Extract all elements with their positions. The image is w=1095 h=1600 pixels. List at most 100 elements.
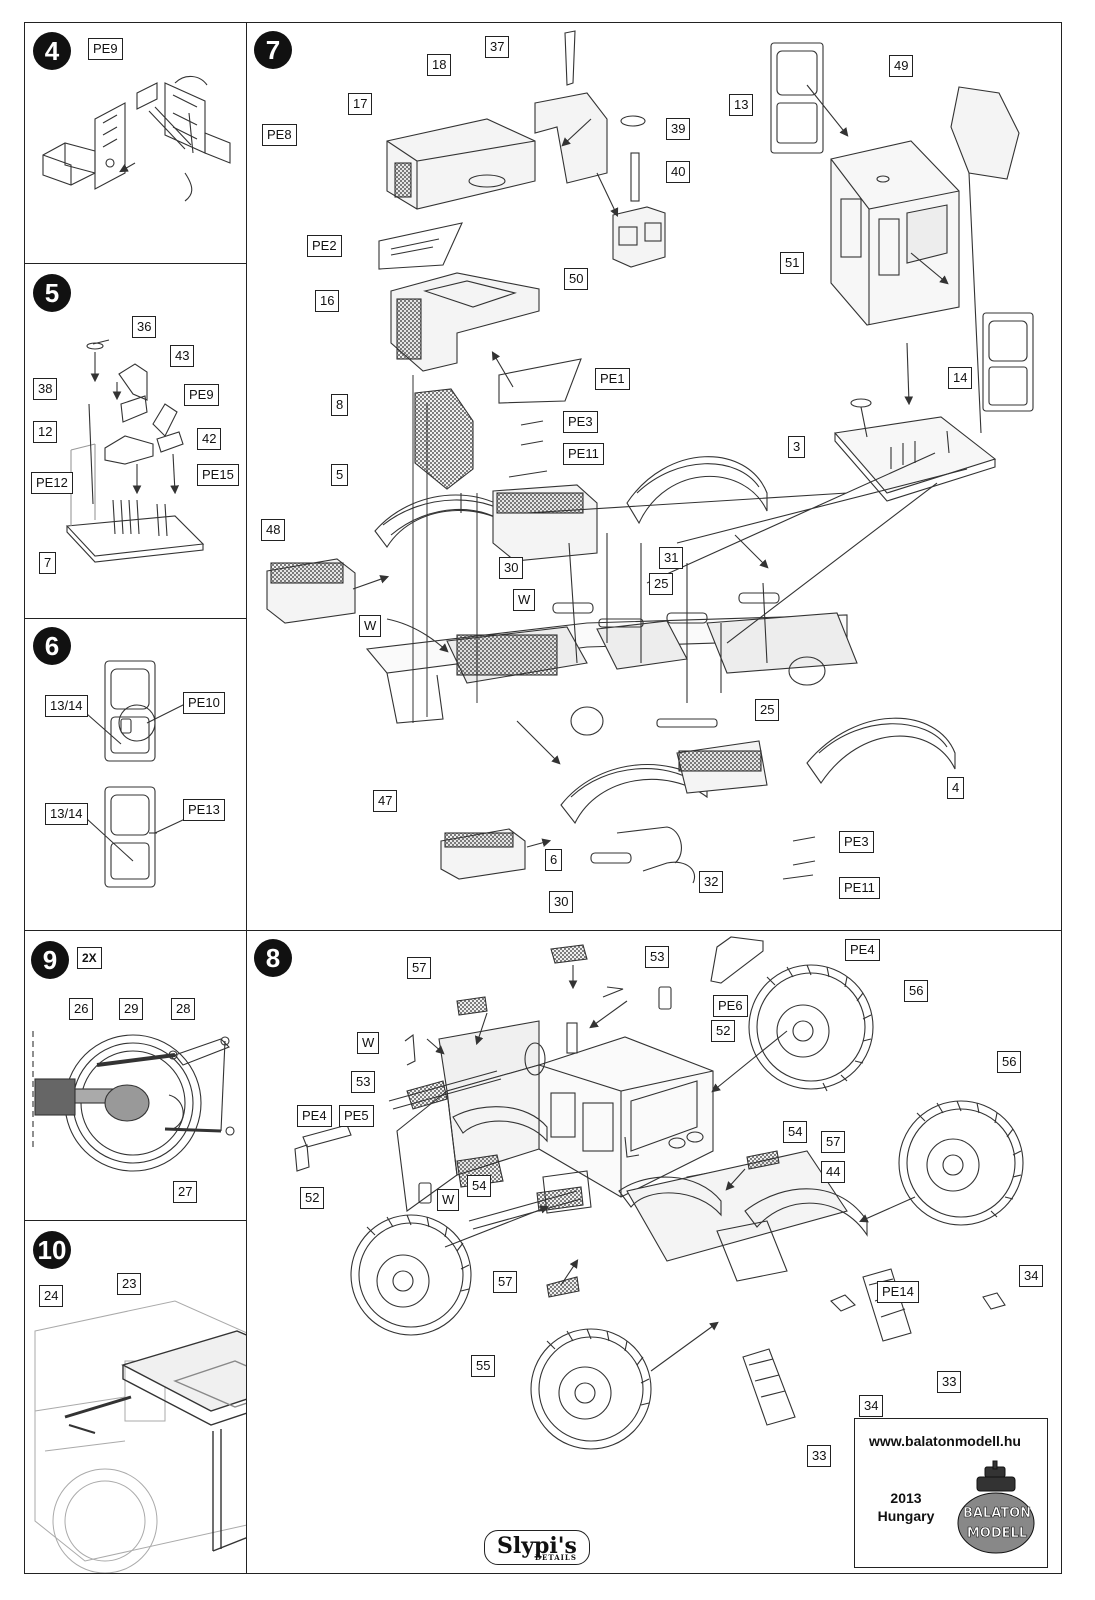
part-label: PE14 bbox=[877, 1281, 919, 1303]
part-label: 25 bbox=[755, 699, 780, 721]
part-label: 16 bbox=[315, 290, 340, 312]
part-label: 28 bbox=[171, 998, 196, 1020]
part-label: 6 bbox=[545, 849, 563, 871]
part-label: 33 bbox=[807, 1445, 832, 1467]
part-label: PE9 bbox=[88, 38, 123, 60]
part-label: 36 bbox=[132, 316, 157, 338]
step-6-number: 6 bbox=[33, 627, 71, 665]
part-label: 4 bbox=[947, 777, 965, 799]
step-5-number: 5 bbox=[33, 274, 71, 312]
step-7-illustration bbox=[266, 30, 1034, 884]
part-label: 54 bbox=[467, 1175, 492, 1197]
part-label: 53 bbox=[645, 946, 670, 968]
part-label: 40 bbox=[666, 161, 691, 183]
part-label: 26 bbox=[69, 998, 94, 1020]
step-5-panel: 5 36 43 38 PE9 12 42 PE12 PE15 7 bbox=[24, 263, 248, 620]
part-label: PE6 bbox=[713, 995, 748, 1017]
part-label: 43 bbox=[170, 345, 195, 367]
part-label: PE4 bbox=[845, 939, 880, 961]
country-text: Hungary bbox=[877, 1508, 935, 1524]
part-label: PE8 bbox=[262, 124, 297, 146]
part-label: 18 bbox=[427, 54, 452, 76]
part-label: 57 bbox=[493, 1271, 518, 1293]
part-label: W bbox=[513, 589, 536, 611]
step-6-illustration bbox=[86, 660, 186, 888]
part-label: 27 bbox=[173, 1181, 198, 1203]
part-label: PE2 bbox=[307, 235, 342, 257]
publisher-info-box: www.balatonmodell.hu 2013 Hungary BALATO… bbox=[854, 1418, 1048, 1568]
step-8-illustration bbox=[294, 936, 1024, 1450]
part-label: W bbox=[437, 1189, 460, 1211]
part-label: 31 bbox=[659, 547, 684, 569]
part-label: 50 bbox=[564, 268, 589, 290]
part-label: 48 bbox=[261, 519, 286, 541]
part-label: 8 bbox=[331, 394, 349, 416]
part-label: 5 bbox=[331, 464, 349, 486]
step-4-panel: 4 PE9 bbox=[24, 22, 248, 265]
brand-name: Slypi's bbox=[497, 1533, 577, 1559]
part-label: 12 bbox=[33, 421, 58, 443]
part-label: PE1 bbox=[595, 368, 630, 390]
part-label: 57 bbox=[821, 1131, 846, 1153]
part-label: 14 bbox=[948, 367, 973, 389]
part-label: 57 bbox=[407, 957, 432, 979]
part-label: 56 bbox=[997, 1051, 1022, 1073]
year-text: 2013 bbox=[890, 1490, 922, 1506]
part-label: 30 bbox=[549, 891, 574, 913]
website-url: www.balatonmodell.hu bbox=[869, 1433, 1021, 1449]
part-label: PE3 bbox=[563, 411, 598, 433]
step-6-panel: 6 13/14 PE10 13/14 PE13 bbox=[24, 618, 248, 932]
part-label: PE11 bbox=[563, 443, 604, 465]
part-label: PE5 bbox=[339, 1105, 374, 1127]
part-label: 30 bbox=[499, 557, 524, 579]
part-label: PE9 bbox=[184, 384, 219, 406]
part-label: 23 bbox=[117, 1273, 142, 1295]
part-label: PE12 bbox=[31, 472, 73, 494]
part-label: 56 bbox=[904, 980, 929, 1002]
part-label: 13/14 bbox=[45, 695, 88, 717]
part-label: 17 bbox=[348, 93, 373, 115]
part-label: 52 bbox=[711, 1020, 736, 1042]
part-label: 13 bbox=[729, 94, 754, 116]
part-label: 13/14 bbox=[45, 803, 88, 825]
brand-subtitle: DETAILS bbox=[534, 1553, 577, 1562]
part-label: 34 bbox=[1019, 1265, 1044, 1287]
step-7-number: 7 bbox=[254, 31, 292, 69]
part-label: 39 bbox=[666, 118, 691, 140]
part-label: PE3 bbox=[839, 831, 874, 853]
part-label: 33 bbox=[937, 1371, 962, 1393]
part-label: PE15 bbox=[197, 464, 239, 486]
part-label: 24 bbox=[39, 1285, 64, 1307]
step-7-panel: 7 37 18 17 PE8 39 40 50 PE2 16 PE1 8 PE3… bbox=[246, 22, 1062, 932]
part-label: 55 bbox=[471, 1355, 496, 1377]
part-label: 25 bbox=[649, 573, 674, 595]
step-10-number: 10 bbox=[33, 1231, 71, 1269]
part-label: 3 bbox=[788, 436, 806, 458]
step-9-number: 9 bbox=[31, 941, 69, 979]
part-label: 54 bbox=[783, 1121, 808, 1143]
step-9-panel: 9 2X 26 29 28 27 bbox=[24, 930, 248, 1222]
step-9-illustration bbox=[32, 1031, 235, 1172]
step-8-number: 8 bbox=[254, 939, 292, 977]
part-label: 7 bbox=[39, 552, 57, 574]
copyright-year: 2013 Hungary bbox=[871, 1489, 941, 1525]
part-label: 29 bbox=[119, 998, 144, 1020]
slypis-brand-badge: Slypi's DETAILS bbox=[484, 1530, 590, 1565]
part-label: 47 bbox=[373, 790, 398, 812]
part-label: PE11 bbox=[839, 877, 880, 899]
multiplier-badge: 2X bbox=[77, 947, 102, 969]
logo-text-1: BALATON bbox=[963, 1506, 1031, 1521]
part-label: 32 bbox=[699, 871, 724, 893]
part-label: W bbox=[357, 1032, 380, 1054]
step-4-number: 4 bbox=[33, 32, 71, 70]
part-label: 44 bbox=[821, 1161, 846, 1183]
part-label: PE4 bbox=[297, 1105, 332, 1127]
part-label: 53 bbox=[351, 1071, 376, 1093]
part-label: PE10 bbox=[183, 692, 225, 714]
part-label: PE13 bbox=[183, 799, 225, 821]
part-label: 51 bbox=[780, 252, 805, 274]
part-label: 34 bbox=[859, 1395, 884, 1417]
step-5-illustration bbox=[65, 339, 205, 563]
part-label: 38 bbox=[33, 378, 58, 400]
step-4-illustration bbox=[42, 75, 231, 202]
